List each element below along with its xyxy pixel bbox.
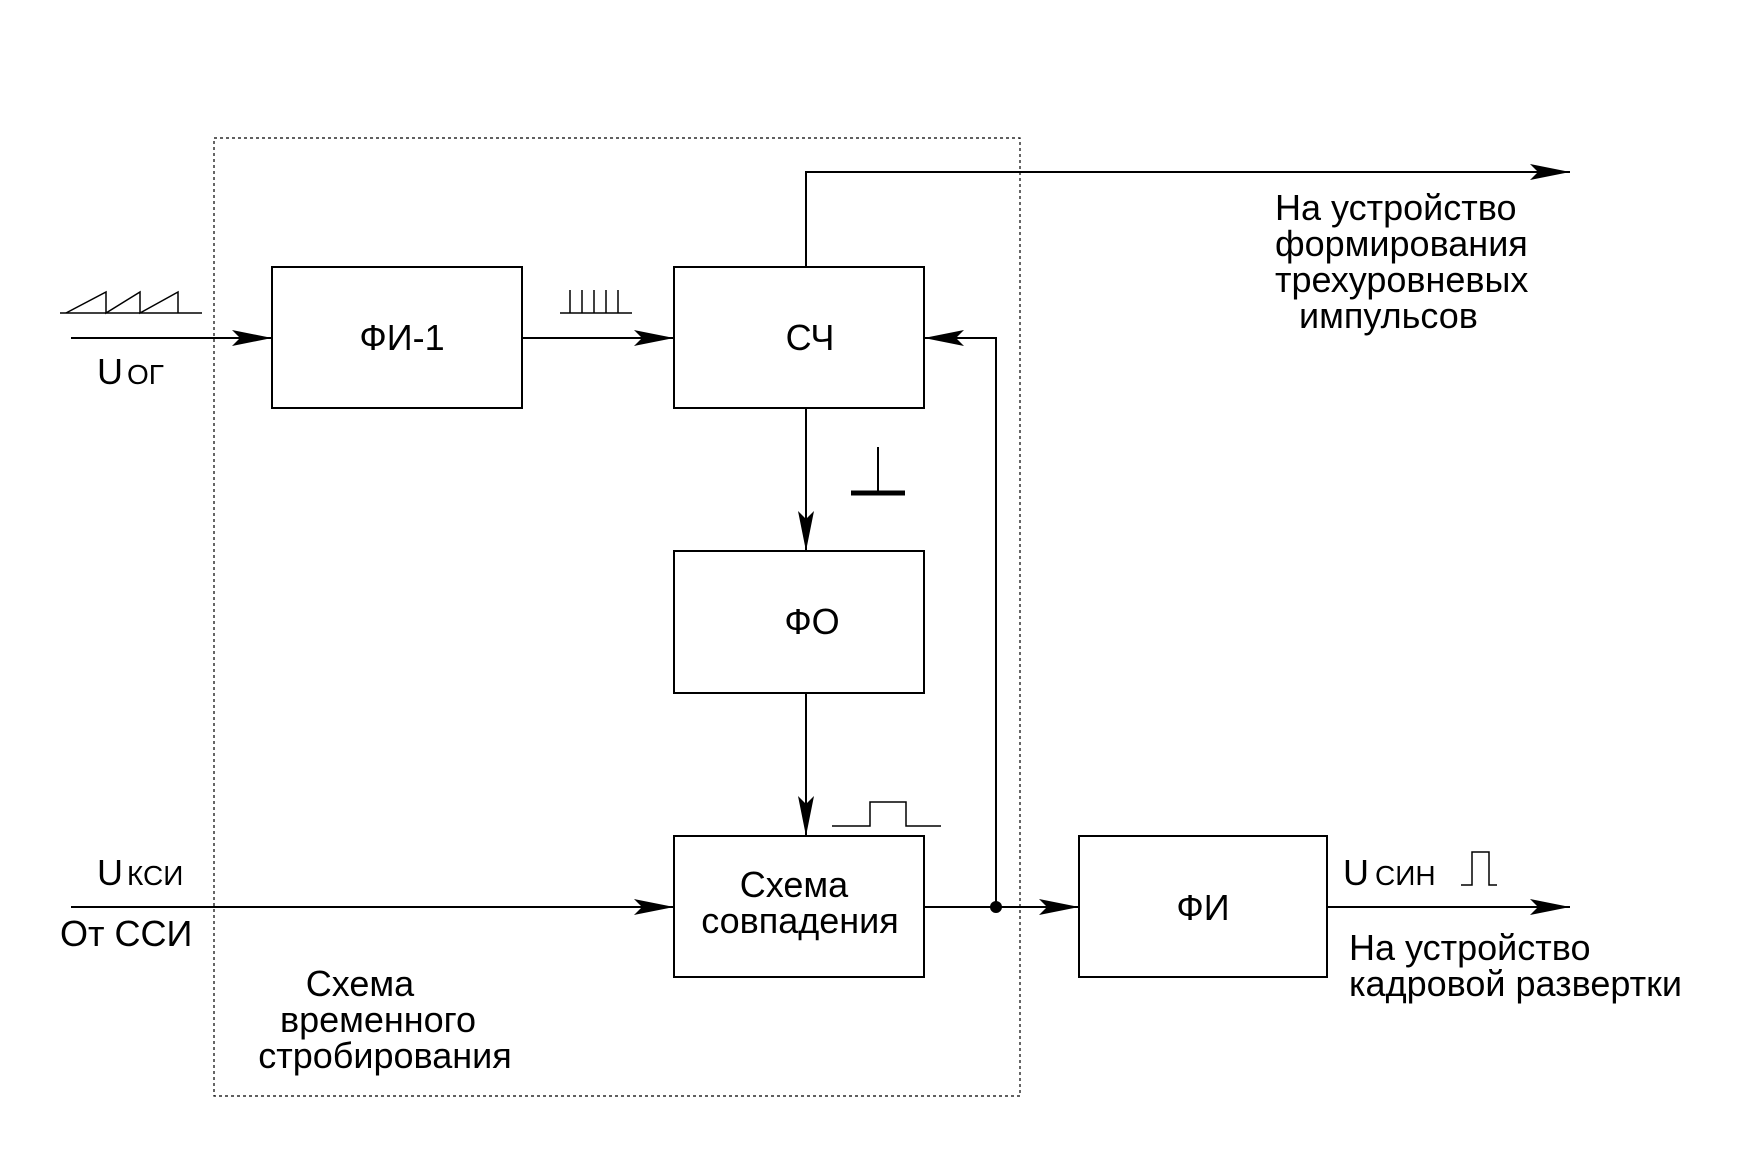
label-frame-scan-line2: кадровой развертки: [1349, 963, 1682, 1004]
block-fi-label: ФИ: [1176, 887, 1229, 928]
label-three-level-line3: трехуровневых: [1275, 259, 1528, 300]
block-fo: ФО: [673, 550, 925, 694]
label-frame-scan-line1: На устройство: [1349, 927, 1591, 968]
block-sch-label: СЧ: [786, 317, 835, 358]
block-fi1: ФИ-1: [271, 266, 523, 409]
step-pulse-icon: [851, 447, 905, 496]
block-sch: СЧ: [673, 266, 925, 409]
label-three-level-line2: формирования: [1275, 223, 1528, 264]
narrow-pulse-icon: [1461, 851, 1497, 886]
gate-pulse-icon: [832, 801, 941, 827]
wire-sch-three-level-output: [805, 164, 1570, 267]
group-label-line1: Схема: [306, 963, 415, 1004]
label-three-level-line1: На устройство: [1275, 187, 1517, 228]
label-three-level-line4: импульсов: [1299, 295, 1478, 336]
block-coincidence-label-line2: совпадения: [701, 900, 899, 941]
wire-feedback-sch: [924, 330, 997, 907]
group-label-line2: временного: [280, 999, 476, 1040]
junction-dot: [990, 901, 1002, 913]
block-coincidence-label-line1: Схема: [740, 864, 849, 905]
timing-strobe-group-border: [213, 137, 1021, 1097]
label-from-ssi: От ССИ: [60, 913, 192, 954]
block-fi1-label: ФИ-1: [359, 317, 444, 358]
pulse-train-icon: [560, 290, 632, 314]
sawtooth-wave-icon: [60, 290, 202, 315]
block-coincidence: Схема совпадения: [673, 835, 925, 978]
block-fo-label: ФО: [784, 601, 839, 642]
block-fi: ФИ: [1078, 835, 1328, 978]
group-label-line3: стробирования: [258, 1035, 512, 1076]
